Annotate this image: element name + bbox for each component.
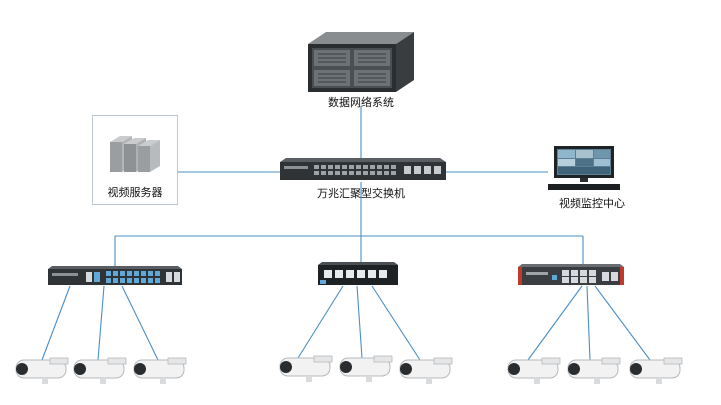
link-right-cam-2 [586,285,591,361]
video-server-icon [110,136,160,172]
video-monitoring-center-label: 视频监控中心 [559,197,625,210]
bullet-camera-icon [399,357,453,384]
rack-server-icon [308,32,414,92]
link-left-cam-1 [41,285,71,361]
link-left-cam-3 [121,285,159,361]
monitor-icon [548,146,620,190]
bullet-camera-icon [629,357,683,384]
bullet-camera-icon [339,355,393,382]
link-right-cam-1 [527,285,583,361]
link-mid-cam-1 [297,285,344,359]
video-server-label: 视频服务器 [107,186,163,199]
bullet-camera-icon [73,357,127,384]
bullet-camera-icon [567,357,621,384]
access-switch-icon [318,262,398,285]
aggregation-switch-icon [280,158,446,180]
link-mid-cam-2 [356,285,363,359]
aggregation-switch-label: 万兆汇聚型交换机 [317,187,405,200]
link-mid-cam-3 [371,285,421,361]
bullet-camera-icon [15,357,69,384]
access-switch-icon [518,264,624,285]
bullet-camera-icon [133,357,187,384]
access-switch-icon [48,266,182,285]
link-left-cam-2 [97,285,105,361]
bullet-camera-icon [279,355,333,382]
link-right-cam-3 [594,285,651,361]
data-network-system-label: 数据网络系统 [328,96,394,109]
bullet-camera-icon [507,357,561,384]
